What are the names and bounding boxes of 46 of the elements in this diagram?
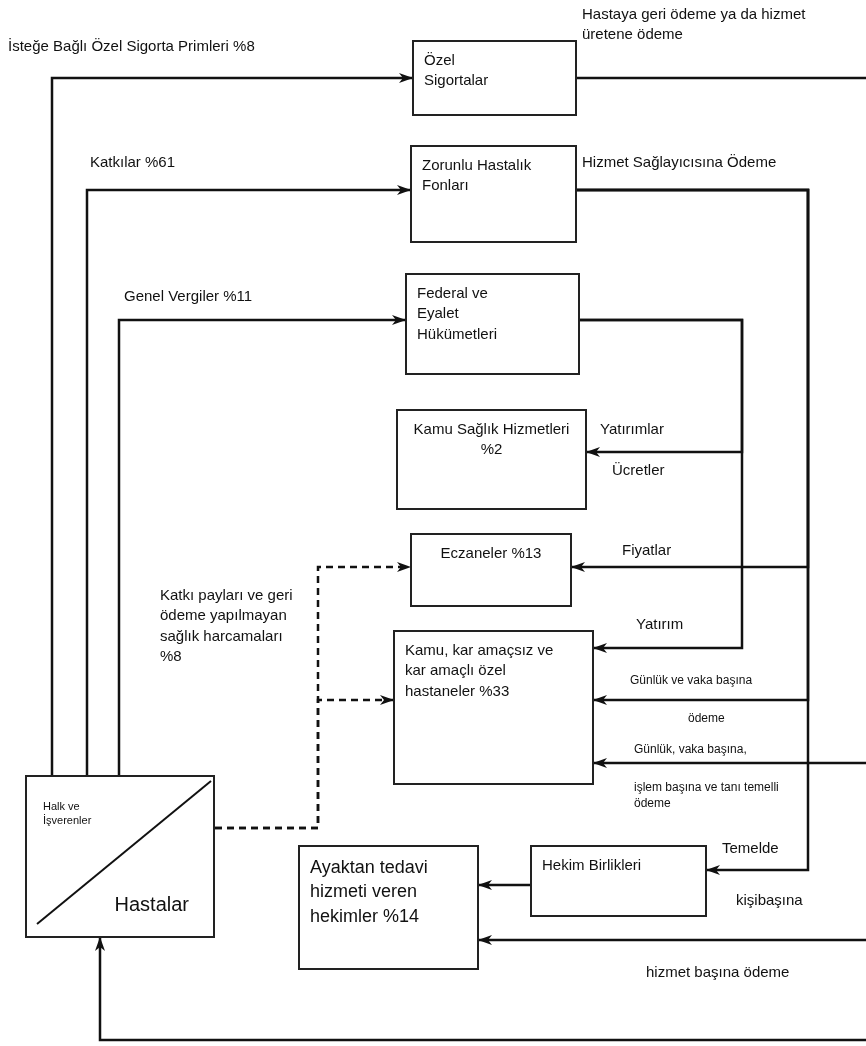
- edge-label: Genel Vergiler %11: [124, 286, 253, 306]
- edge-label: hizmet başına ödeme: [646, 962, 790, 982]
- node-text: Hastalar: [114, 893, 189, 916]
- flow-label: Ücretler: [612, 460, 665, 480]
- edge-label: Hastaya geri ödeme ya da hizmet üretene ödeme: [582, 4, 807, 45]
- flow-label: ödeme: [688, 710, 725, 727]
- process-box: [412, 40, 577, 116]
- arrow: [50, 73, 413, 775]
- edge-label: Katkılar %61: [90, 152, 176, 172]
- flow-label: kişibaşına: [736, 890, 803, 910]
- node-text: Halk ve İşverenler: [43, 799, 93, 828]
- process-box: [25, 775, 215, 938]
- edge-label: Günlük ve vaka başına: [630, 672, 753, 689]
- node-text: Kamu, kar amaçsız ve kar amaçlı özel hastaneler %33: [405, 640, 555, 701]
- edge-label: Yatırımlar: [600, 419, 664, 439]
- arrow: [478, 880, 530, 890]
- edge-label: Günlük, vaka başına,: [634, 741, 747, 758]
- process-box: [405, 273, 580, 375]
- arrow: [593, 758, 866, 768]
- arrow: [580, 318, 744, 653]
- edge-label: Yatırım: [636, 614, 684, 634]
- arrow: [478, 935, 866, 945]
- process-box: [410, 533, 572, 607]
- process-box: [393, 630, 594, 785]
- node-text: Ayaktan tedavi hizmeti veren hekimler %14: [310, 856, 429, 928]
- edge-label: İsteğe Bağlı Özel Sigorta Primleri %8: [8, 36, 255, 56]
- flow-label: Katkı payları ve geri ödeme yapılmayan sağlık harcamaları %8: [160, 585, 294, 666]
- arrow: [95, 937, 866, 1042]
- node-text: Özel Sigortalar: [424, 50, 490, 91]
- process-box: [410, 145, 577, 243]
- process-box: [530, 845, 707, 917]
- node-text: Eczaneler %13: [440, 543, 542, 563]
- edge-label: Fiyatlar: [622, 540, 672, 560]
- node-text: Zorunlu Hastalık Fonları: [422, 155, 533, 196]
- process-box: [396, 409, 587, 510]
- arrow: [85, 185, 411, 775]
- arrow: [577, 188, 810, 875]
- node-text: Hekim Birlikleri: [542, 855, 642, 875]
- node-text: Kamu Sağlık Hizmetleri %2: [412, 419, 571, 460]
- arrow: [117, 315, 406, 775]
- node-text: Federal ve Eyalet Hükümetleri: [417, 283, 499, 344]
- edge-label: Temelde: [722, 838, 779, 858]
- flow-label: işlem başına ve tanı temelli ödeme: [634, 779, 780, 812]
- flow-label: Hizmet Sağlayıcısına Ödeme: [582, 152, 777, 172]
- arrow: [215, 695, 394, 830]
- process-box: [298, 845, 479, 970]
